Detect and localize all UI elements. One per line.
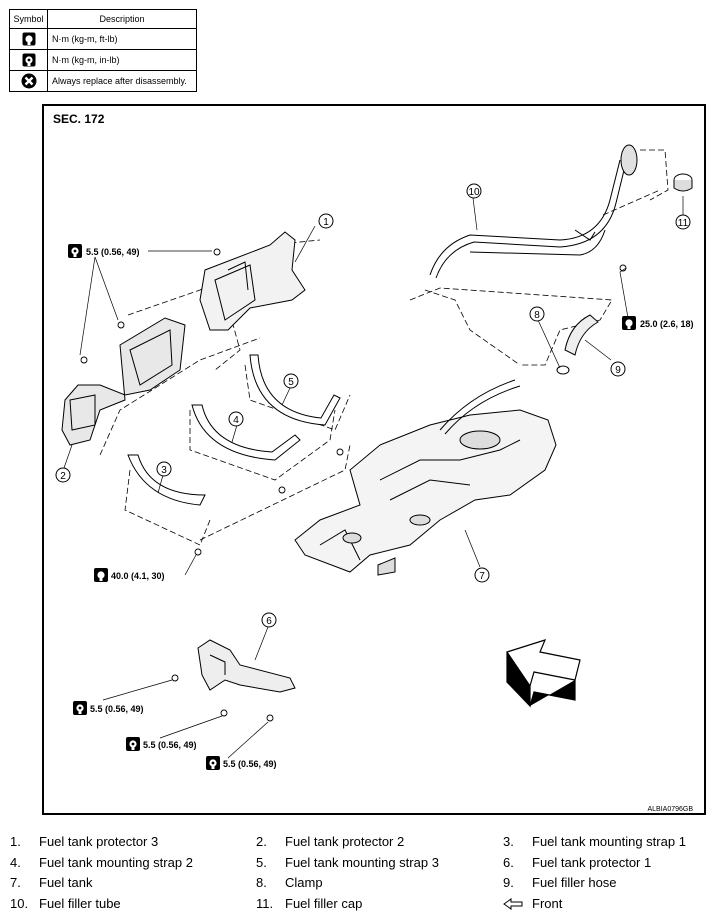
fuel-tank-mounting-strap-3 xyxy=(249,354,341,426)
callout-4: 4 xyxy=(228,411,244,427)
svg-text:6: 6 xyxy=(266,616,272,627)
svg-text:1: 1 xyxy=(323,217,329,228)
svg-text:5.5 (0.56, 49): 5.5 (0.56, 49) xyxy=(143,740,197,750)
figure-code: ALBIA0796GB xyxy=(647,806,693,813)
svg-text:3: 3 xyxy=(161,465,167,476)
svg-text:8: 8 xyxy=(534,310,540,321)
callout-6: 6 xyxy=(261,612,277,628)
fuel-tank-protector-2 xyxy=(61,317,186,446)
svg-text:11: 11 xyxy=(678,218,689,229)
torque-label-protector1-c: 5.5 (0.56, 49) xyxy=(206,756,277,770)
torque-wrench-icon xyxy=(22,32,35,46)
always-replace-icon xyxy=(21,73,36,89)
symbol-legend-table: Symbol Description N·m (kg-m, ft-lb) N·m… xyxy=(9,9,197,92)
exploded-view-frame xyxy=(42,104,706,815)
torque-label-strap-bolt: 40.0 (4.1, 30) xyxy=(94,568,165,582)
torque-wrench-inlb-icon xyxy=(22,53,35,67)
callout-3: 3 xyxy=(156,461,172,477)
callout-9: 9 xyxy=(610,361,626,377)
svg-text:5.5 (0.56, 49): 5.5 (0.56, 49) xyxy=(86,247,140,257)
front-direction-arrow xyxy=(506,639,581,708)
svg-text:2: 2 xyxy=(60,471,66,482)
svg-text:10: 10 xyxy=(468,187,480,198)
leader-lines xyxy=(63,196,684,759)
fuel-filler-hose xyxy=(564,314,599,356)
svg-text:7: 7 xyxy=(479,571,485,582)
svg-text:5.5 (0.56, 49): 5.5 (0.56, 49) xyxy=(223,759,277,769)
fuel-filler-cap xyxy=(673,173,693,192)
front-label: Front xyxy=(532,896,563,911)
callout-1: 1 xyxy=(318,213,334,229)
legend-row: N·m (kg-m, ft-lb) xyxy=(9,28,197,50)
callout-5: 5 xyxy=(283,373,299,389)
callout-2: 2 xyxy=(55,467,71,483)
clamp xyxy=(556,365,570,375)
callout-11: 11 xyxy=(675,214,691,230)
torque-label-filler-bolt: 25.0 (2.6, 18) xyxy=(622,316,694,330)
fuel-tank-exploded-diagram: SEC. 172 ALBIA0796GB xyxy=(53,112,694,813)
svg-text:5: 5 xyxy=(288,377,294,388)
callout-8: 8 xyxy=(529,306,545,322)
section-label: SEC. 172 xyxy=(53,112,105,126)
front-arrow-icon xyxy=(503,898,523,910)
svg-text:5.5 (0.56, 49): 5.5 (0.56, 49) xyxy=(90,704,144,714)
fasteners xyxy=(80,248,627,722)
fuel-tank-protector-3 xyxy=(199,231,306,331)
callout-10: 10 xyxy=(466,183,482,199)
fuel-tank-mounting-strap-1 xyxy=(127,454,206,506)
torque-label-protector2-upper: 5.5 (0.56, 49) xyxy=(68,244,140,258)
svg-text:40.0 (4.1, 30): 40.0 (4.1, 30) xyxy=(111,571,165,581)
callout-7: 7 xyxy=(474,567,490,583)
fuel-tank-protector-1 xyxy=(197,639,296,693)
svg-text:25.0 (2.6, 18): 25.0 (2.6, 18) xyxy=(640,319,694,329)
svg-text:9: 9 xyxy=(615,365,621,376)
torque-label-protector1-b: 5.5 (0.56, 49) xyxy=(126,737,197,751)
fuel-tank-mounting-strap-2 xyxy=(191,404,301,461)
fuel-filler-tube xyxy=(429,144,638,279)
legend-row: Always replace after disassembly. xyxy=(9,70,197,92)
legend-description: Always replace after disassembly. xyxy=(47,70,197,92)
torque-label-protector1-a: 5.5 (0.56, 49) xyxy=(73,701,144,715)
fuel-tank xyxy=(294,379,557,576)
svg-text:4: 4 xyxy=(233,415,239,426)
